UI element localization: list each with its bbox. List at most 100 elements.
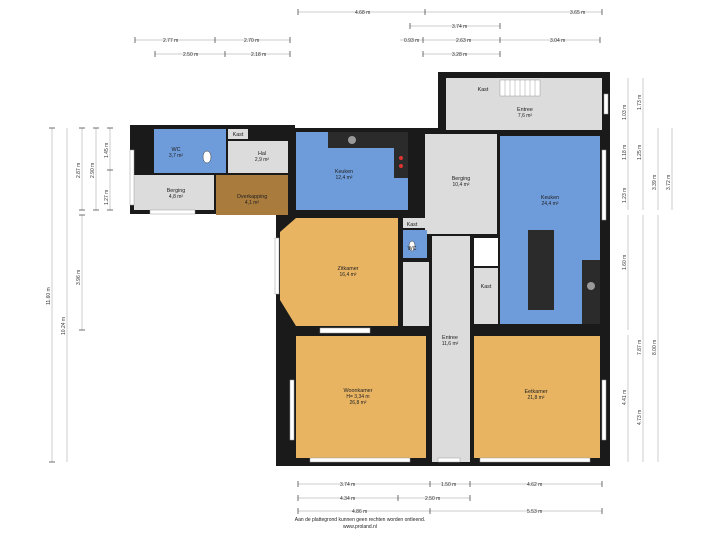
window [289,379,295,441]
room-woonkamer [296,336,426,458]
dim-left-6: 1.27 m [104,190,110,205]
room-entree-mid [432,236,470,462]
label-eetkamer: Eetkamer [524,389,547,395]
dim-top-2: 3.74 m [452,24,467,30]
window [437,457,461,463]
dim-top-4: 2.77 m [163,38,178,44]
stair-area-2 [474,238,498,266]
room-berging-2 [425,134,497,234]
height-woonkamer: H= 3,34 m [346,394,369,400]
dim-left-7: 3.96 m [76,270,82,285]
area-keuken-2: 24,4 m² [542,201,559,207]
area-hal: 2,9 m² [255,157,270,163]
label-zitkamer: Zitkamer [338,266,359,272]
dim-top-10: 2.18 m [251,52,266,58]
window [479,457,591,463]
dim-bottom-2: 1.50 m [441,482,456,488]
area-wc-1: 3,7 m² [169,153,184,159]
label-wc-2: WC [408,246,417,252]
dimension-lines-left: 11.60 m 10.24 m 2.87 m 3.96 m 2.90 m 1.4… [46,127,113,463]
dimension-lines-bottom: 3.74 m 1.50 m 4.62 m 4.34 m 2.50 m 4.86 … [297,481,603,515]
label-woonkamer: Woonkamer [344,388,373,394]
area-entree-top: 7,6 m² [518,113,533,119]
label-entree-mid: Entree [442,335,458,341]
label-wc-1: WC [172,147,181,153]
area-berging-1: 4,8 m² [169,194,184,200]
dim-top-11: 3.28 m [452,52,467,58]
window [601,379,607,441]
label-berging-1: Berging [167,188,186,194]
dim-top-1: 4.68 m [355,10,370,16]
room-overkapping [216,175,288,215]
kitchen-counter-right [582,260,600,324]
dim-right-6: 3.72 m [666,175,672,190]
sink-icon [587,282,595,290]
footer-website: www.proland.nl [343,524,377,530]
dim-top-8: 3.04 m [550,38,565,44]
stove-burner [399,164,403,168]
toilet-icon [408,240,416,252]
area-zitkamer: 16,4 m² [340,272,357,278]
label-kast-3: Kast [481,284,492,290]
room-eetkamer [474,336,600,458]
label-overkapping: Overkapping [237,194,268,200]
stove-burner [399,156,403,160]
label-hal: Hal [258,151,266,157]
dim-right-4: 1.25 m [637,145,643,160]
dim-right-10: 8.00 m [652,340,658,355]
label-kast-1: Kast [233,132,244,138]
room-kast-4 [403,218,427,228]
room-hal [228,141,288,173]
room-kast-2 [446,80,494,94]
dim-left-3: 2.87 m [76,163,82,178]
kitchen-island [528,230,554,310]
room-kast-1 [228,129,248,139]
stair-area [403,262,429,326]
window [319,327,371,334]
window [603,93,609,115]
area-berging-2: 10,4 m² [453,182,470,188]
dim-top-5: 2.70 m [244,38,259,44]
dim-bottom-6: 4.86 m [352,509,367,515]
dim-right-8: 1.60 m [622,255,628,270]
dim-right-9: 7.87 m [637,340,643,355]
window [309,457,411,463]
label-berging-2: Berging [452,176,471,182]
dim-left-4: 2.90 m [90,163,96,178]
dim-top-3: 3.65 m [570,10,585,16]
label-keuken-2: Keuken [541,195,559,201]
room-zitkamer [280,218,398,326]
kitchen-counter-1 [328,132,408,148]
window [129,149,135,206]
dim-bottom-1: 3.74 m [340,482,355,488]
dim-top-7: 2.63 m [456,38,471,44]
label-entree-top: Entree [517,107,533,113]
area-entree-mid: 11,6 m² [442,341,459,347]
dim-right-12: 4.73 m [637,410,643,425]
toilet-icon [202,150,212,164]
dim-right-5: 3.39 m [652,175,658,190]
window [149,209,196,215]
kitchen-counter-side [394,148,408,178]
dim-left-2: 10.24 m [61,317,67,335]
dim-bottom-5: 2.50 m [425,496,440,502]
room-kast-3 [474,268,498,324]
dim-right-2: 1.73 m [637,95,643,110]
dim-bottom-3: 4.62 m [527,482,542,488]
area-eetkamer: 21,8 m² [528,395,545,401]
dim-bottom-7: 5.53 m [527,509,542,515]
window [274,237,280,295]
room-berging-1 [134,175,214,210]
area-keuken-1: 12,4 m² [336,175,353,181]
dim-right-11: 4.41 m [622,390,628,405]
label-kast-4: Kast [407,222,418,228]
staircase [499,79,541,97]
dim-right-7: 1.23 m [622,188,628,203]
label-kast-2: Kast [478,87,489,93]
dim-right-3: 1.18 m [622,145,628,160]
footer-disclaimer: Aan de plattegrond kunnen geen rechten w… [294,517,426,523]
area-overkapping: 4,1 m² [245,200,260,206]
dim-left-5: 1.45 m [104,143,110,158]
dimension-lines-top: 4.68 m 3.65 m 3.74 m 2.77 m 2.70 m 0.93 … [134,9,603,58]
